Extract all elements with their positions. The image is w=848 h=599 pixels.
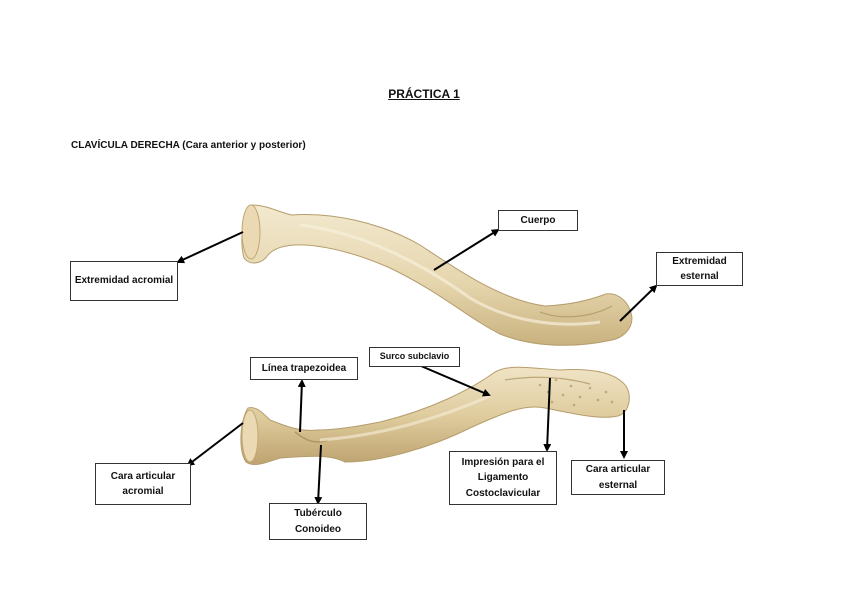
arrow-extremidad-acromial [178,232,243,262]
clavicle-posterior-view [241,367,629,464]
label-tuberculo-conoideo: Tubérculo Conoideo [269,503,367,540]
acromial-end-surface [242,205,260,259]
label-extremidad-acromial: Extremidad acromial [70,261,178,301]
arrow-linea-trapezoidea [300,381,302,432]
acromial-articular-surface [242,410,258,462]
label-extremidad-esternal: Extremidad esternal [656,252,743,286]
arrow-cara-articular-acromial [188,423,243,465]
label-cara-articular-acromial: Cara articular acromial [95,463,191,505]
arrow-surco-subclavio [421,366,489,395]
label-linea-trapezoidea: Línea trapezoidea [250,357,358,380]
label-surco-subclavio: Surco subclavio [369,347,460,367]
label-cara-articular-esternal: Cara articular esternal [571,460,665,495]
label-cuerpo: Cuerpo [498,210,578,231]
label-impresion-ligamento: Impresión para el Ligamento Costoclavicu… [449,451,557,505]
arrow-cuerpo [434,230,498,270]
